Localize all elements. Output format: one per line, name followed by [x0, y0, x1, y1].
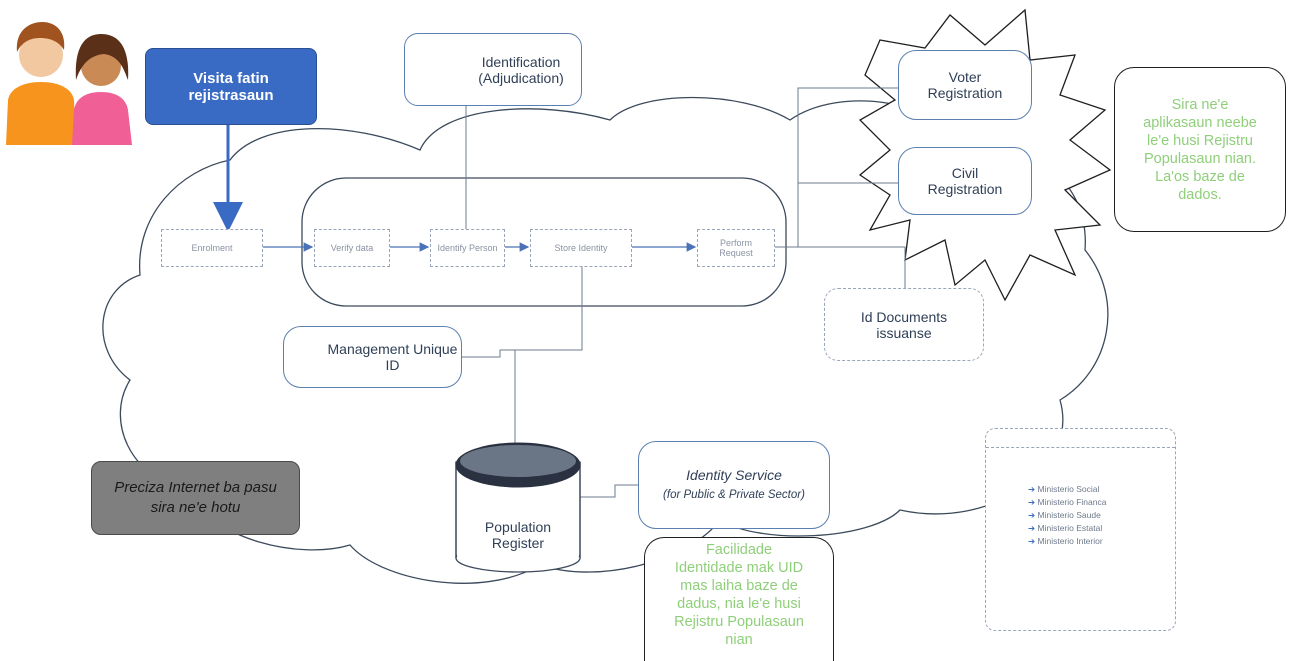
ministry-item: ➔ Ministerio Estatal — [1028, 523, 1103, 533]
civil-registration-box: Civil Registration — [898, 147, 1032, 215]
management-box: Management Unique ID — [283, 326, 462, 388]
identity-service-title: Identity Service — [686, 466, 782, 483]
facilidade-note-text: Facilidade Identidade mak UID mas laiha … — [674, 542, 804, 648]
ministries-list: ➔ Ministerio Social ➔ Ministerio Financa… — [1028, 483, 1106, 548]
id-documents-text: Id Documents issuanse — [860, 308, 948, 341]
ministry-item: ➔ Ministerio Financa — [1028, 497, 1107, 507]
store-identity-box: Store Identity — [530, 229, 632, 267]
perform-request-text: Perform Request — [719, 238, 753, 258]
ministry-item: ➔ Ministerio Social — [1028, 484, 1100, 494]
visit-registration-text: Visita fatin rejistrasaun — [188, 69, 274, 104]
identification-line2: (Adjudication) — [478, 69, 564, 86]
visit-registration-box: Visita fatin rejistrasaun — [145, 48, 317, 125]
voter-registration-box: Voter Registration — [898, 50, 1032, 120]
identify-person-text: Identify Person — [437, 243, 498, 253]
store-identity-text: Store Identity — [554, 243, 608, 253]
identify-person-box: Identify Person — [430, 229, 505, 267]
arrow-right-icon: ➔ — [1028, 497, 1036, 507]
ministries-box: ➔ Ministerio Social ➔ Ministerio Financa… — [985, 428, 1176, 631]
population-register-text: Population Register — [484, 519, 552, 551]
internet-note-box: Preciza Internet ba pasu sira ne'e hotu — [91, 461, 300, 535]
arrow-right-icon: ➔ — [1028, 484, 1036, 494]
database-cylinder — [455, 442, 581, 573]
management-text: Management Unique ID — [327, 341, 458, 373]
perform-request-box: Perform Request — [697, 229, 775, 267]
voter-registration-text: Voter Registration — [927, 69, 1003, 101]
verify-data-box: Verify data — [314, 229, 390, 267]
id-documents-box: Id Documents issuanse — [824, 288, 984, 361]
facilidade-note-box: Facilidade Identidade mak UID mas laiha … — [644, 537, 834, 661]
identification-box: Identification (Adjudication) — [404, 33, 582, 106]
cloud-outline — [102, 96, 1109, 584]
applications-note-text: Sira ne'e aplikasaun neebe le'e husi Rej… — [1143, 96, 1257, 203]
identity-service-subtitle: (for Public & Private Sector) — [663, 488, 805, 501]
population-register-label: Population Register — [456, 510, 580, 560]
ministry-item: ➔ Ministerio Saude — [1028, 510, 1101, 520]
connector-perform-id — [775, 246, 906, 288]
identification-line1: Identification — [481, 53, 561, 70]
arrow-right-icon: ➔ — [1028, 523, 1036, 533]
internet-note-text: Preciza Internet ba pasu sira ne'e hotu — [114, 479, 277, 516]
verify-data-text: Verify data — [330, 243, 374, 253]
arrow-right-icon: ➔ — [1028, 510, 1036, 520]
connector-identity-population — [580, 484, 638, 498]
arrow-right-icon: ➔ — [1028, 536, 1036, 546]
enrolment-text: Enrolment — [191, 243, 233, 253]
people-icon — [6, 22, 132, 145]
identity-service-box: Identity Service (for Public & Private S… — [638, 441, 830, 529]
connector-store-management — [462, 262, 583, 358]
applications-note-box: Sira ne'e aplikasaun neebe le'e husi Rej… — [1114, 67, 1286, 232]
process-container — [301, 177, 787, 307]
enrolment-box: Enrolment — [161, 229, 263, 267]
ministries-header-divider — [986, 447, 1175, 448]
ministry-item: ➔ Ministerio Interior — [1028, 536, 1103, 546]
civil-registration-text: Civil Registration — [927, 165, 1003, 197]
